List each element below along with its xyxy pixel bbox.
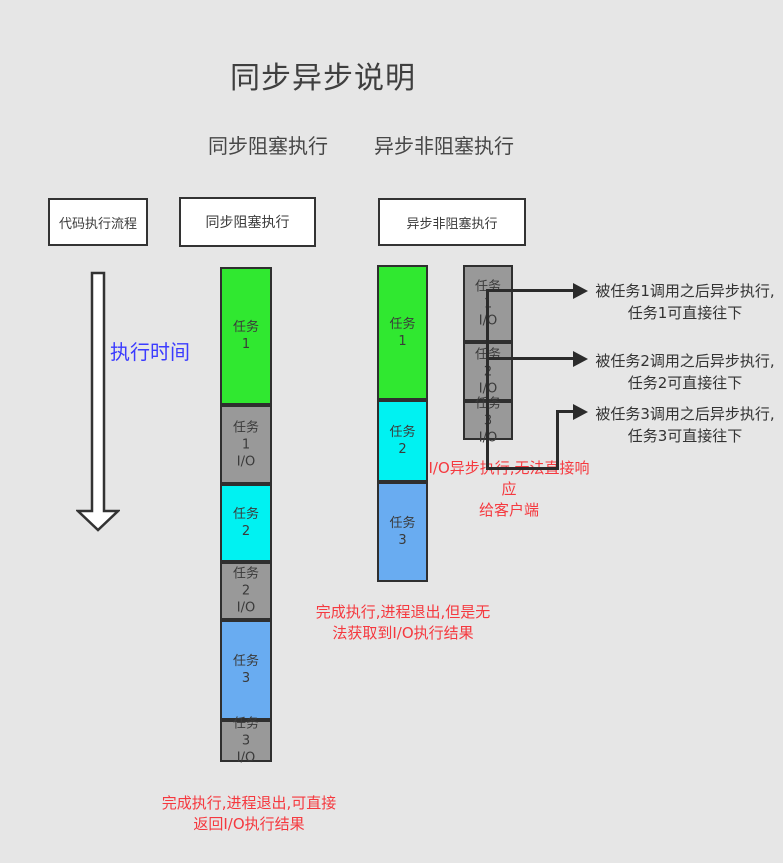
connector-line-io3 bbox=[558, 410, 574, 413]
time-axis-arrow-icon bbox=[76, 271, 120, 532]
note-async-result-line2: 法获取到I/O执行结果 bbox=[332, 624, 474, 642]
header-box-sync-label: 同步阻塞执行 bbox=[205, 215, 290, 231]
subtitle-async: 异步非阻塞执行 bbox=[374, 134, 514, 158]
subtitle-sync: 同步阻塞执行 bbox=[208, 134, 328, 158]
page-title: 同步异步说明 bbox=[230, 61, 416, 96]
note-task1-line1: 被任务1调用之后异步执行, bbox=[595, 282, 775, 300]
note-task2-line1: 被任务2调用之后异步执行, bbox=[595, 352, 775, 370]
time-axis-label: 执行时间 bbox=[110, 340, 190, 364]
note-task3-async: 被任务3调用之后异步执行, 任务3可直接往下 bbox=[588, 403, 782, 447]
header-box-async: 异步非阻塞执行 bbox=[378, 198, 526, 246]
header-box-sync: 同步阻塞执行 bbox=[179, 197, 316, 247]
warning-io-async-line1: I/O异步执行,无法直接响应 bbox=[428, 459, 590, 498]
connector-line-io1 bbox=[486, 289, 574, 292]
note-async-result: 完成执行,进程退出,但是无 法获取到I/O执行结果 bbox=[312, 602, 494, 644]
note-task2-async: 被任务2调用之后异步执行, 任务2可直接往下 bbox=[588, 350, 782, 394]
arrowhead-io3-icon bbox=[573, 404, 588, 420]
note-task1-line2: 任务1可直接往下 bbox=[627, 304, 743, 322]
note-sync-result-line1: 完成执行,进程退出,可直接 bbox=[161, 794, 337, 812]
connector-line-io2 bbox=[486, 357, 574, 360]
arrowhead-io2-icon bbox=[573, 351, 588, 367]
note-sync-result: 完成执行,进程退出,可直接 返回I/O执行结果 bbox=[158, 793, 340, 835]
note-sync-result-line2: 返回I/O执行结果 bbox=[193, 815, 305, 833]
note-task3-line1: 被任务3调用之后异步执行, bbox=[595, 405, 775, 423]
note-task1-async: 被任务1调用之后异步执行, 任务1可直接往下 bbox=[588, 280, 782, 324]
header-box-code-flow: 代码执行流程 bbox=[48, 198, 148, 246]
connector-line-bottom bbox=[486, 467, 559, 470]
connector-line-vertical-main bbox=[486, 290, 489, 470]
note-task3-line2: 任务3可直接往下 bbox=[627, 427, 743, 445]
arrowhead-io1-icon bbox=[573, 283, 588, 299]
note-task2-line2: 任务2可直接往下 bbox=[627, 374, 743, 392]
header-box-async-label: 异步非阻塞执行 bbox=[406, 216, 498, 232]
connector-line-vertical-elbow bbox=[556, 410, 559, 470]
warning-io-async-line2: 给客户端 bbox=[478, 501, 539, 519]
header-box-code-flow-label: 代码执行流程 bbox=[58, 216, 137, 232]
note-async-result-line1: 完成执行,进程退出,但是无 bbox=[315, 603, 491, 621]
